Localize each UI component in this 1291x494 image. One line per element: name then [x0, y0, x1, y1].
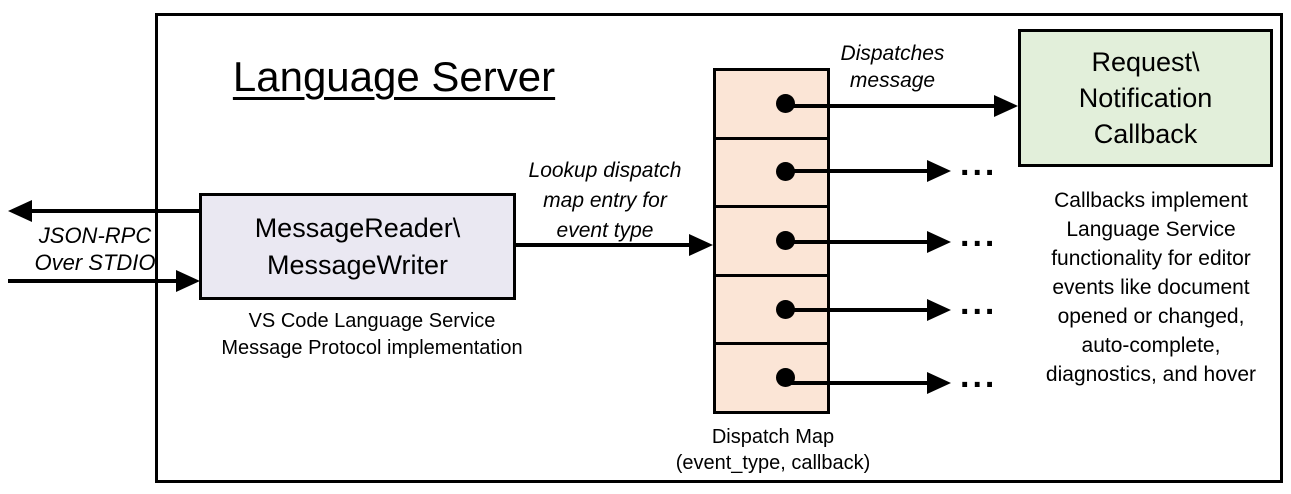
- lookup-arrow-line: [516, 243, 689, 247]
- dispatch-arrow-line: [786, 104, 994, 108]
- message-reader-writer-box: MessageReader\ MessageWriter: [199, 193, 516, 300]
- stdio-in-arrowhead-icon: [176, 270, 200, 292]
- dispatch-arrowhead-icon: [927, 231, 951, 253]
- more-callbacks-ellipsis: ...: [960, 216, 998, 254]
- dispatch-arrowhead-icon: [927, 372, 951, 394]
- callbacks-note: Callbacks implement Language Service fun…: [1045, 189, 1257, 386]
- dispatch-map-cell: [716, 342, 827, 411]
- dispatch-arrow-line: [786, 381, 927, 385]
- dispatch-map-cell: [716, 136, 827, 206]
- stdio-out-arrowhead-icon: [8, 200, 32, 222]
- more-callbacks-ellipsis: ...: [960, 284, 998, 322]
- more-callbacks-ellipsis: ...: [960, 145, 998, 183]
- stdio-out-arrow-line: [26, 209, 200, 213]
- dispatch-map-cell: [716, 205, 827, 274]
- lookup-dispatch-label: Lookup dispatch map entry for event type: [528, 159, 682, 242]
- more-callbacks-ellipsis: ...: [960, 357, 998, 395]
- dispatch-map-caption: Dispatch Map (event_type, callback): [675, 426, 871, 474]
- map-entry-dot-icon: [776, 93, 795, 113]
- map-entry-dot-icon: [776, 230, 795, 250]
- dispatch-arrowhead-icon: [927, 299, 951, 321]
- map-entry-dot-icon: [776, 162, 795, 182]
- page-title: Language Server: [232, 53, 556, 100]
- dispatches-message-label: Dispatches message: [840, 42, 945, 92]
- dispatch-arrow-line: [786, 308, 927, 312]
- message-handler-caption: VS Code Language Service Message Protoco…: [221, 310, 523, 359]
- dispatch-arrow-line: [786, 169, 927, 173]
- dispatch-map-box: [713, 68, 830, 414]
- dispatch-arrow-line: [786, 240, 927, 244]
- map-entry-dot-icon: [776, 299, 795, 319]
- message-reader-writer-label: MessageReader\ MessageWriter: [254, 212, 461, 280]
- dispatch-map-cell: [716, 273, 827, 343]
- lookup-arrowhead-icon: [689, 234, 713, 256]
- request-notification-callback-box: Request\ Notification Callback: [1018, 29, 1273, 167]
- json-rpc-label: JSON-RPC Over STDIO: [34, 223, 156, 275]
- dispatch-map-cell: [716, 71, 827, 137]
- dispatch-arrowhead-icon: [927, 160, 951, 182]
- request-notification-callback-label: Request\ Notification Callback: [1078, 47, 1213, 149]
- dispatch-arrowhead-icon: [994, 95, 1018, 117]
- stdio-in-arrow-line: [8, 279, 176, 283]
